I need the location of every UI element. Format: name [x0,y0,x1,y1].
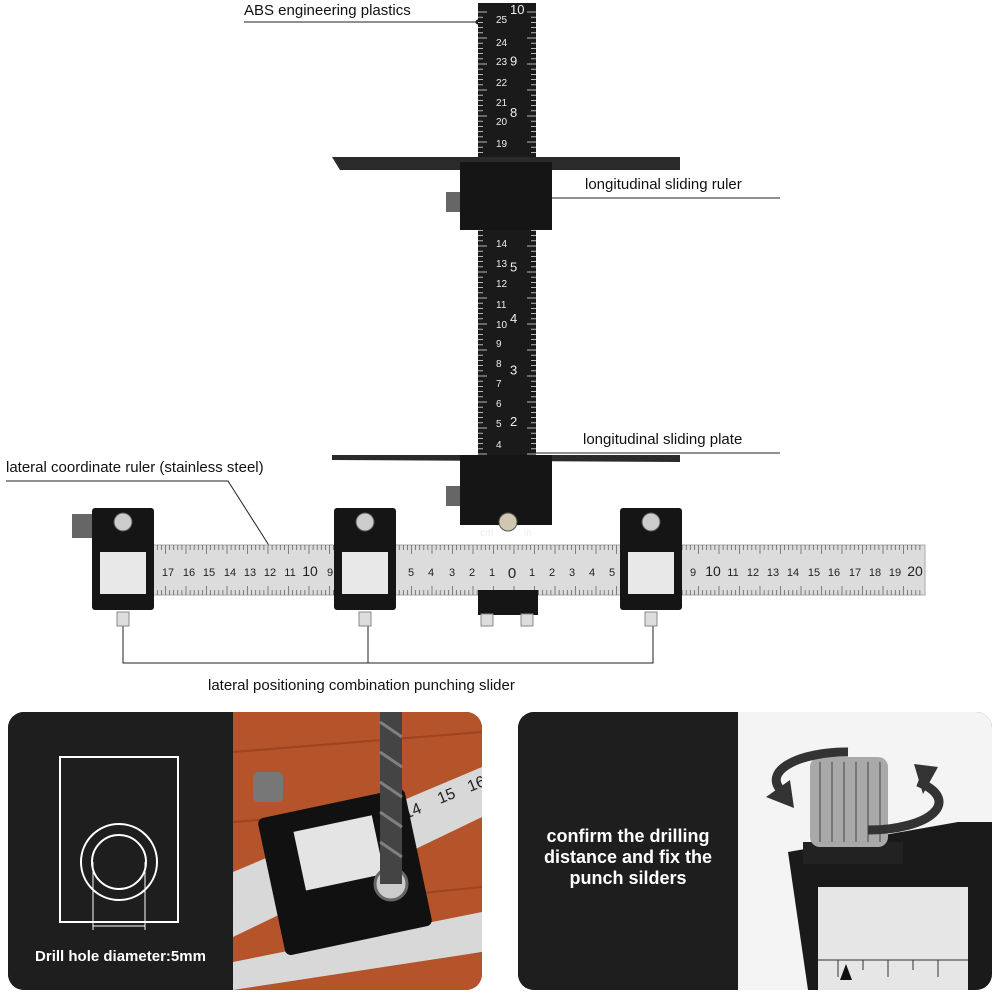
label-abs-plastics: ABS engineering plastics [244,2,411,19]
vertical-cm-label: 4 [496,440,502,451]
lateral-right-label: 20 [907,563,923,579]
confirm-caption-line-3: punch silders [569,868,687,888]
lateral-right-label: 1 [529,567,535,579]
lateral-left-label: 17 [162,567,174,579]
label-longitudinal-sliding-ruler: longitudinal sliding ruler [585,176,742,193]
vertical-cm-label: 22 [496,78,508,89]
lateral-right-label: 2 [549,567,555,579]
lateral-right-label: 11 [727,567,738,579]
lateral-left-label: 1 [489,567,495,579]
lateral-slider-right [620,508,682,627]
lateral-left-label: 13 [244,567,256,579]
slider-window [818,887,968,990]
confirm-caption-line-1: confirm the drilling [546,826,710,846]
lateral-left-label: 10 [302,563,318,579]
vertical-cm-label: 7 [496,379,502,390]
lateral-left-label: 12 [264,567,276,579]
lateral-right-label: 18 [869,567,881,579]
vertical-cm-label: 19 [496,139,508,150]
unit-cm-label: cm [480,528,493,539]
vertical-cm-label: 21 [496,98,508,109]
knob-closeup [518,712,992,990]
panel-ruler-label: 15 [435,785,458,807]
callout-lines [6,19,780,664]
lateral-right-label: 19 [889,567,901,579]
vertical-cm-label: 25 [496,15,508,26]
lateral-left-label: 9 [327,567,333,579]
vertical-inch-label: 10 [510,2,524,17]
vertical-cm-label: 11 [496,300,507,311]
rotate-arrow-icon [771,747,849,796]
center-base [478,590,538,615]
slider-knob [253,772,283,802]
lateral-steel-ruler [99,544,926,596]
lateral-left-label: 5 [408,567,414,579]
confirm-caption: confirm the drilling distance and fix th… [518,826,738,889]
lateral-right-label: 9 [690,567,696,579]
panel-ruler-label: 16 [465,773,482,795]
lateral-right-label: 3 [569,567,575,579]
vertical-cm-label: 14 [496,239,508,250]
lateral-right-label: 15 [808,567,820,579]
lateral-right-label: 17 [849,567,861,579]
lateral-left-label: 11 [284,567,295,579]
drill-hole-diagram: 1615141211 [8,712,482,990]
lateral-right-label: 12 [747,567,759,579]
lateral-center-label: 0 [508,565,516,582]
vertical-inch-label: 4 [510,311,517,326]
vertical-inch-label: 5 [510,260,517,275]
lateral-right-label: 10 [705,563,721,579]
lateral-left-label: 2 [469,567,475,579]
lateral-slider-left [72,508,154,627]
lateral-left-label: 16 [183,567,195,579]
vertical-inch-label: 3 [510,363,517,378]
lateral-right-label: 4 [589,567,595,579]
lateral-slider-middle [334,508,396,627]
label-lateral-coordinate-ruler: lateral coordinate ruler (stainless stee… [6,459,264,476]
lateral-left-label: 3 [449,567,455,579]
knob-plate [803,842,903,864]
vertical-inch-label: 8 [510,105,517,120]
vertical-black-ruler [478,3,536,525]
panel-confirm-drilling: confirm the drilling distance and fix th… [518,712,992,990]
label-lateral-slider: lateral positioning combination punching… [208,677,515,694]
vertical-cm-label: 6 [496,399,502,410]
cabinet-hardware-jig-illustration: 2019171615141312111098754321012345679101… [6,2,926,664]
drill-hole-caption: Drill hole diameter:5mm [35,948,206,965]
vertical-cm-label: 9 [496,339,502,350]
vertical-inch-label: 9 [510,54,517,69]
top-slider-block [460,162,552,230]
top-slider-knob [446,192,460,212]
lateral-left-label: 14 [224,567,236,579]
lateral-right-label: 13 [767,567,779,579]
unit-in-label: in [524,528,532,539]
lateral-left-label: 15 [203,567,215,579]
lateral-left-label: 4 [428,567,434,579]
vertical-cm-label: 10 [496,320,508,331]
confirm-caption-line-2: distance and fix the [543,847,713,867]
vertical-cm-label: 23 [496,57,508,68]
vertical-cm-label: 24 [496,38,508,49]
vertical-cm-label: 13 [496,259,508,270]
panel-drill-hole: 1615141211 Drill hole diameter:5mm [8,712,482,990]
label-longitudinal-sliding-plate: longitudinal sliding plate [583,431,743,448]
vertical-cm-label: 8 [496,359,502,370]
vertical-inch-label: 2 [510,414,517,429]
lateral-right-label: 5 [609,567,615,579]
lower-slider-knob [446,486,460,506]
center-pin [498,512,518,532]
lateral-right-label: 16 [828,567,840,579]
drill-bit [380,712,402,884]
vertical-cm-label: 12 [496,279,508,290]
vertical-cm-label: 20 [496,117,508,128]
vertical-cm-label: 5 [496,419,502,430]
lateral-right-label: 14 [787,567,799,579]
